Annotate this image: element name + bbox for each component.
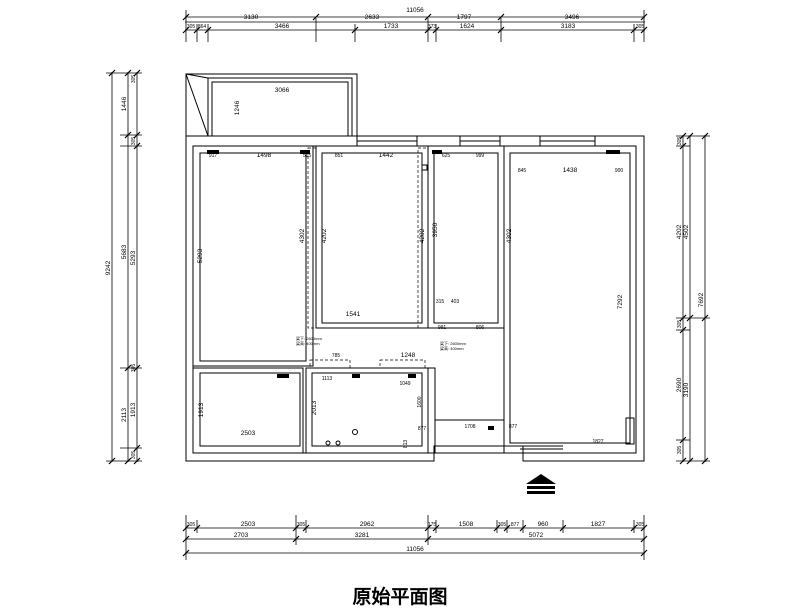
dim-bed2-h2: 4202 <box>419 228 426 243</box>
dim-bed2-bottom: 1541 <box>346 311 361 318</box>
dim-left-upper-1: 5683 <box>121 244 128 259</box>
dim-right-outer-0: 4502 <box>683 224 690 239</box>
dim-top-row1-3: 3496 <box>565 14 580 21</box>
dim-balcony-depth: 1246 <box>234 100 241 115</box>
dim-bottom-row2-0: 2703 <box>234 532 249 539</box>
dim-top-row2-2: 3466 <box>275 23 290 30</box>
dim-kitchen-height: 2013 <box>311 400 318 415</box>
dim-left-upper-2: 2113 <box>121 408 128 422</box>
beam-note-2: 梁下: 2600mm <box>440 340 466 346</box>
dim-living-w1: 1438 <box>563 167 578 174</box>
dim-right-inner-3: 2690 <box>676 377 683 392</box>
dim-bath-height: 1600 <box>417 396 423 407</box>
dim-top-row2-7: 305 <box>636 24 645 30</box>
dim-closet-b0: 991 <box>438 325 447 331</box>
dim-top-row2-0: 305 <box>187 24 196 30</box>
dim-entry-w0: 1708 <box>464 424 475 430</box>
dim-bed1-w0: 917 <box>209 153 218 159</box>
dim-bed2-w0: 851 <box>335 153 344 159</box>
dim-left-inner-0: 305 <box>131 75 137 84</box>
dim-living-w0: 845 <box>518 168 527 174</box>
dim-left-inner-5: 305 <box>131 451 137 460</box>
dim-right-inner-2: 305 <box>677 320 683 329</box>
dim-bath-small-0: 813 <box>403 440 409 449</box>
dim-bottom-row1-10: 305 <box>636 522 645 528</box>
dim-right-outer-1: 7692 <box>698 292 705 307</box>
dim-top-overall: 11056 <box>406 7 424 14</box>
dim-bed2-h1: 4202 <box>321 228 328 243</box>
dim-bottom-row2-2: 5072 <box>529 532 544 539</box>
dim-top-row2-4: 373 <box>428 24 437 30</box>
dim-bed3-w0: 625 <box>442 153 451 159</box>
dim-bottom-row2-1: 3281 <box>355 532 370 539</box>
dim-left-inner-3: 305 <box>131 364 137 373</box>
dim-bottom-row1-4: 175 <box>428 522 437 528</box>
dim-top-row2-3: 1733 <box>384 23 399 30</box>
dim-bottom-row1-5: 1508 <box>459 521 474 528</box>
drawing-caption: 原始平面图 <box>352 586 448 608</box>
dim-bed2-w1: 1442 <box>379 152 394 159</box>
dim-bed3-height: 3950 <box>432 222 439 237</box>
dim-entry-w1: 877 <box>509 424 518 430</box>
dim-left-inner-1: 305 <box>131 137 137 146</box>
beam-note-0: 梁下: 2600mm <box>296 335 322 341</box>
dim-bed4-width: 2503 <box>241 430 256 437</box>
dim-bed1-w1: 1498 <box>257 152 272 159</box>
dim-bottom-row1-7: 877 <box>511 522 520 528</box>
dim-top-row2-1: 864 <box>198 24 207 30</box>
dim-bottom-row1-6: 305 <box>498 522 507 528</box>
dim-right-outer-2: 3190 <box>683 382 690 397</box>
dim-right-inner-4: 305 <box>677 446 683 455</box>
dim-bottom-row1-0: 305 <box>187 522 196 528</box>
dim-closet-w0: 315 <box>436 299 445 305</box>
dim-hall-w1: 1248 <box>401 352 416 359</box>
dim-balcony-width: 3066 <box>275 87 290 94</box>
dim-bottom-row1-8: 960 <box>538 521 549 528</box>
dim-top-row1-0: 3130 <box>244 14 259 21</box>
dim-bed3-w1: 999 <box>476 153 485 159</box>
dim-bottom-row1-9: 1827 <box>591 521 606 528</box>
dim-top-row2-5: 1624 <box>460 23 475 30</box>
dim-living-height: 7292 <box>617 294 624 309</box>
dim-bottom-row1-3: 2962 <box>360 521 375 528</box>
dim-right-inner-1: 4202 <box>676 224 683 239</box>
dim-bed4-height: 1913 <box>198 402 205 417</box>
dim-closet-b1: 806 <box>476 325 485 331</box>
dim-kitchen-width: 1113 <box>322 376 333 382</box>
dim-left-upper-0: 1446 <box>121 96 128 111</box>
dim-living-bottom: 1827 <box>592 439 603 445</box>
dim-right-inner-0: 305 <box>677 137 683 146</box>
dim-closet-w1: 403 <box>451 299 460 305</box>
dim-bed2-h0: 4302 <box>299 228 306 243</box>
dim-top-row2-6: 3183 <box>561 23 576 30</box>
dim-bath-small-1: 877 <box>418 426 427 432</box>
dim-hall-w0: 785 <box>332 353 341 359</box>
entrance-arrow-icon <box>526 474 556 494</box>
dim-left-inner-2: 5293 <box>130 250 137 265</box>
dim-bath-width: 1049 <box>399 381 410 387</box>
dim-top-row1-2: 1797 <box>457 14 472 21</box>
dim-living-w2: 900 <box>615 168 624 174</box>
dim-bed1-height: 5293 <box>197 248 204 263</box>
dim-left-outer: 9242 <box>105 260 112 275</box>
dim-left-inner-4: 1913 <box>130 402 137 417</box>
dim-bottom-row1-1: 2503 <box>241 521 256 528</box>
beam-note-1: 梁高: 400mm <box>296 340 320 346</box>
dim-bottom-overall: 11056 <box>406 546 424 553</box>
beam-note-3: 梁高: 400mm <box>440 345 464 351</box>
dim-bed1-w2: 515 <box>303 153 312 159</box>
dim-top-row1-1: 2633 <box>365 14 380 21</box>
dim-bed3-side: 4302 <box>506 228 513 243</box>
dim-bottom-row1-2: 305 <box>297 522 306 528</box>
